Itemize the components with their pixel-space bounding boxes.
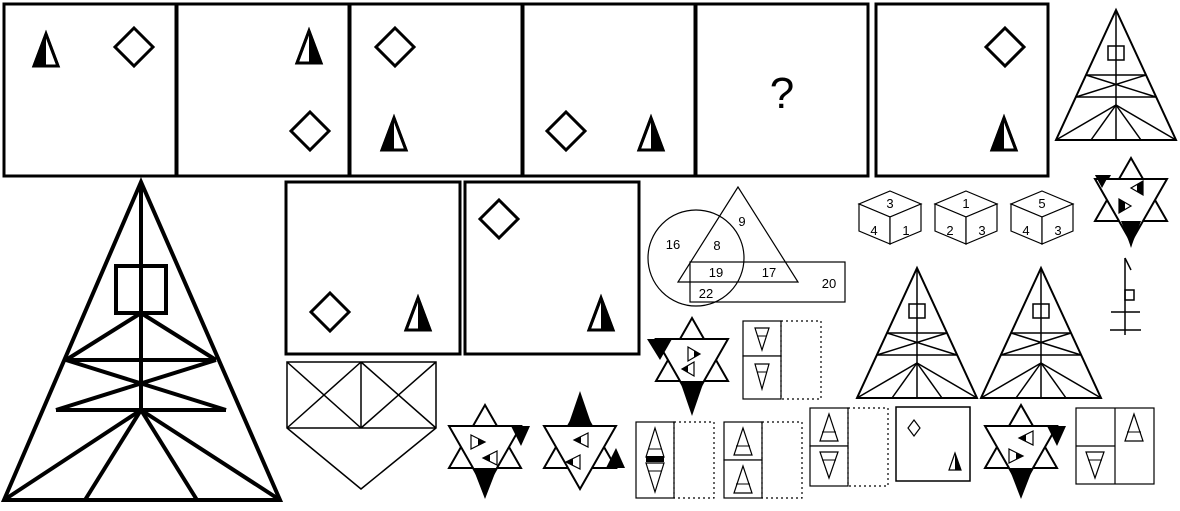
star-figure-1	[1094, 157, 1168, 248]
venn-circle-triangle-label: 8	[713, 238, 720, 253]
die-3[interactable]: 5 4 3	[1009, 190, 1075, 245]
net-figure-3[interactable]	[723, 421, 803, 499]
die-2[interactable]: 1 2 3	[933, 190, 999, 245]
question-mark: ?	[770, 69, 794, 118]
option-panel-b[interactable]	[463, 180, 641, 356]
star-figure-2	[647, 317, 729, 416]
venn-triangle-rectangle-label: 17	[762, 265, 776, 280]
venn-triangle-only-label: 9	[738, 214, 745, 229]
small-tower-figure[interactable]	[980, 267, 1102, 399]
answer-option-panel[interactable]	[874, 2, 1050, 178]
die-top-face: 3	[886, 196, 893, 211]
die-left-face: 4	[1022, 223, 1029, 238]
sequence-panel-question: ?	[694, 2, 870, 178]
die-right-face: 3	[978, 223, 985, 238]
venn-circle-only-label: 16	[666, 237, 680, 252]
die-top-face: 1	[962, 196, 969, 211]
venn-rectangle-only-label: 20	[822, 276, 836, 291]
sequence-panel-4	[521, 2, 697, 178]
envelope-figure	[286, 361, 437, 490]
die-left-face: 4	[870, 223, 877, 238]
die-left-face: 2	[946, 223, 953, 238]
small-tower-figure[interactable]	[856, 267, 978, 399]
die-right-face: 1	[902, 223, 909, 238]
sequence-panel-2	[175, 2, 351, 178]
large-tower-figure	[0, 176, 284, 502]
star-figure-3	[448, 404, 530, 499]
small-option-panel[interactable]	[895, 406, 971, 482]
small-tower-figure	[1055, 9, 1177, 141]
die-right-face: 3	[1054, 223, 1061, 238]
net-figure-4[interactable]	[809, 407, 889, 487]
option-panel-a[interactable]	[284, 180, 462, 356]
die-top-face: 5	[1038, 196, 1045, 211]
tower-fragment	[1110, 257, 1141, 335]
sequence-panel-1	[2, 2, 178, 178]
sequence-panel-3	[348, 2, 524, 178]
star-figure-5[interactable]	[984, 404, 1066, 499]
venn-diagram: 16 9 8 19 17 20 22	[647, 185, 846, 307]
venn-circle-rectangle-label: 22	[699, 286, 713, 301]
star-figure-4	[543, 391, 625, 490]
die-1[interactable]: 3 4 1	[857, 190, 923, 245]
venn-all-three-label: 19	[709, 265, 723, 280]
net-figure-5[interactable]	[1075, 407, 1155, 485]
net-figure-2[interactable]	[635, 421, 715, 499]
net-figure-1[interactable]	[742, 320, 822, 400]
